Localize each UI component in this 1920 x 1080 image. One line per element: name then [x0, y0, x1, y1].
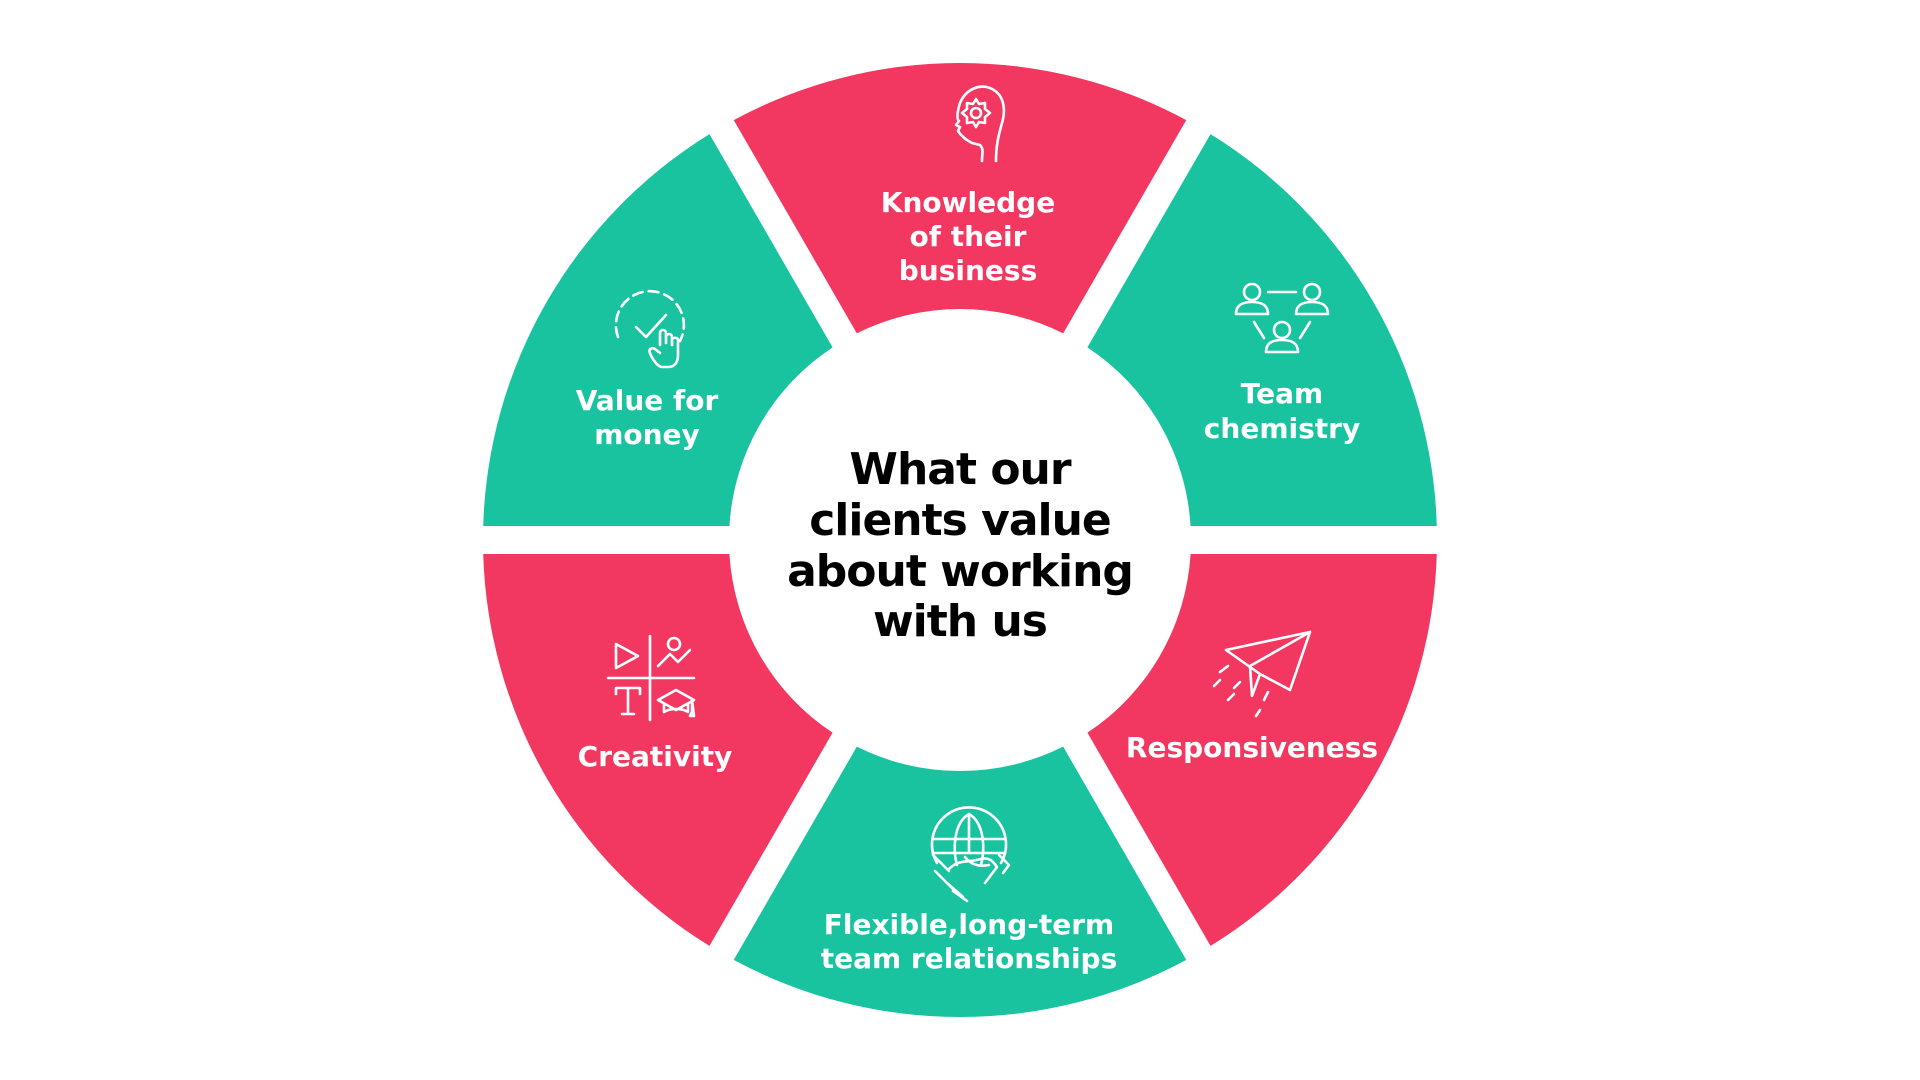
segment-label-line: money: [594, 418, 700, 451]
segment-label-line: team relationships: [821, 942, 1118, 975]
segment-value-for-money: Value for money: [576, 384, 719, 451]
segment-shape-knowledge: [733, 62, 1187, 334]
creative-grid-icon: [606, 634, 696, 722]
center-title-line: What our: [849, 444, 1071, 495]
segment-label-line: Creativity: [578, 740, 733, 773]
check-click-icon: [614, 289, 686, 369]
segment-label-line: of their: [910, 220, 1027, 253]
segment-shape-flexible: [733, 746, 1187, 1018]
paper-plane-icon: [1212, 630, 1312, 718]
center-title-line: about working: [787, 546, 1133, 597]
segment-label-line: Knowledge: [881, 186, 1055, 219]
segment-team-chemistry: Team chemistry: [1204, 377, 1360, 445]
center-title-line: clients value: [809, 495, 1111, 546]
segment-knowledge: Knowledge of their business: [881, 186, 1055, 287]
segment-label-line: Team: [1241, 377, 1323, 410]
segment-shape-value-for-money: [483, 134, 833, 526]
segment-flexible: Flexible,long-term team relationships: [821, 908, 1118, 975]
segment-responsiveness: Responsiveness: [1126, 731, 1378, 764]
segment-label-line: Flexible,long-term: [824, 908, 1114, 941]
center-title: What our clients value about working wit…: [787, 444, 1134, 647]
globe-handshake-icon: [930, 806, 1011, 903]
segment-shape-responsiveness: [1087, 554, 1437, 946]
segment-label-line: chemistry: [1204, 412, 1360, 445]
segment-label-line: Value for: [576, 384, 719, 417]
segment-label-line: business: [899, 254, 1038, 287]
center-title-line: with us: [873, 596, 1047, 647]
team-network-icon: [1234, 282, 1330, 354]
segment-shape-creativity: [483, 554, 833, 946]
segment-label-line: Responsiveness: [1126, 731, 1378, 764]
segment-shape-team-chemistry: [1087, 134, 1437, 526]
head-gear-icon: [954, 85, 1006, 163]
segment-creativity: Creativity: [578, 740, 733, 773]
segments-layer: [483, 62, 1437, 1018]
